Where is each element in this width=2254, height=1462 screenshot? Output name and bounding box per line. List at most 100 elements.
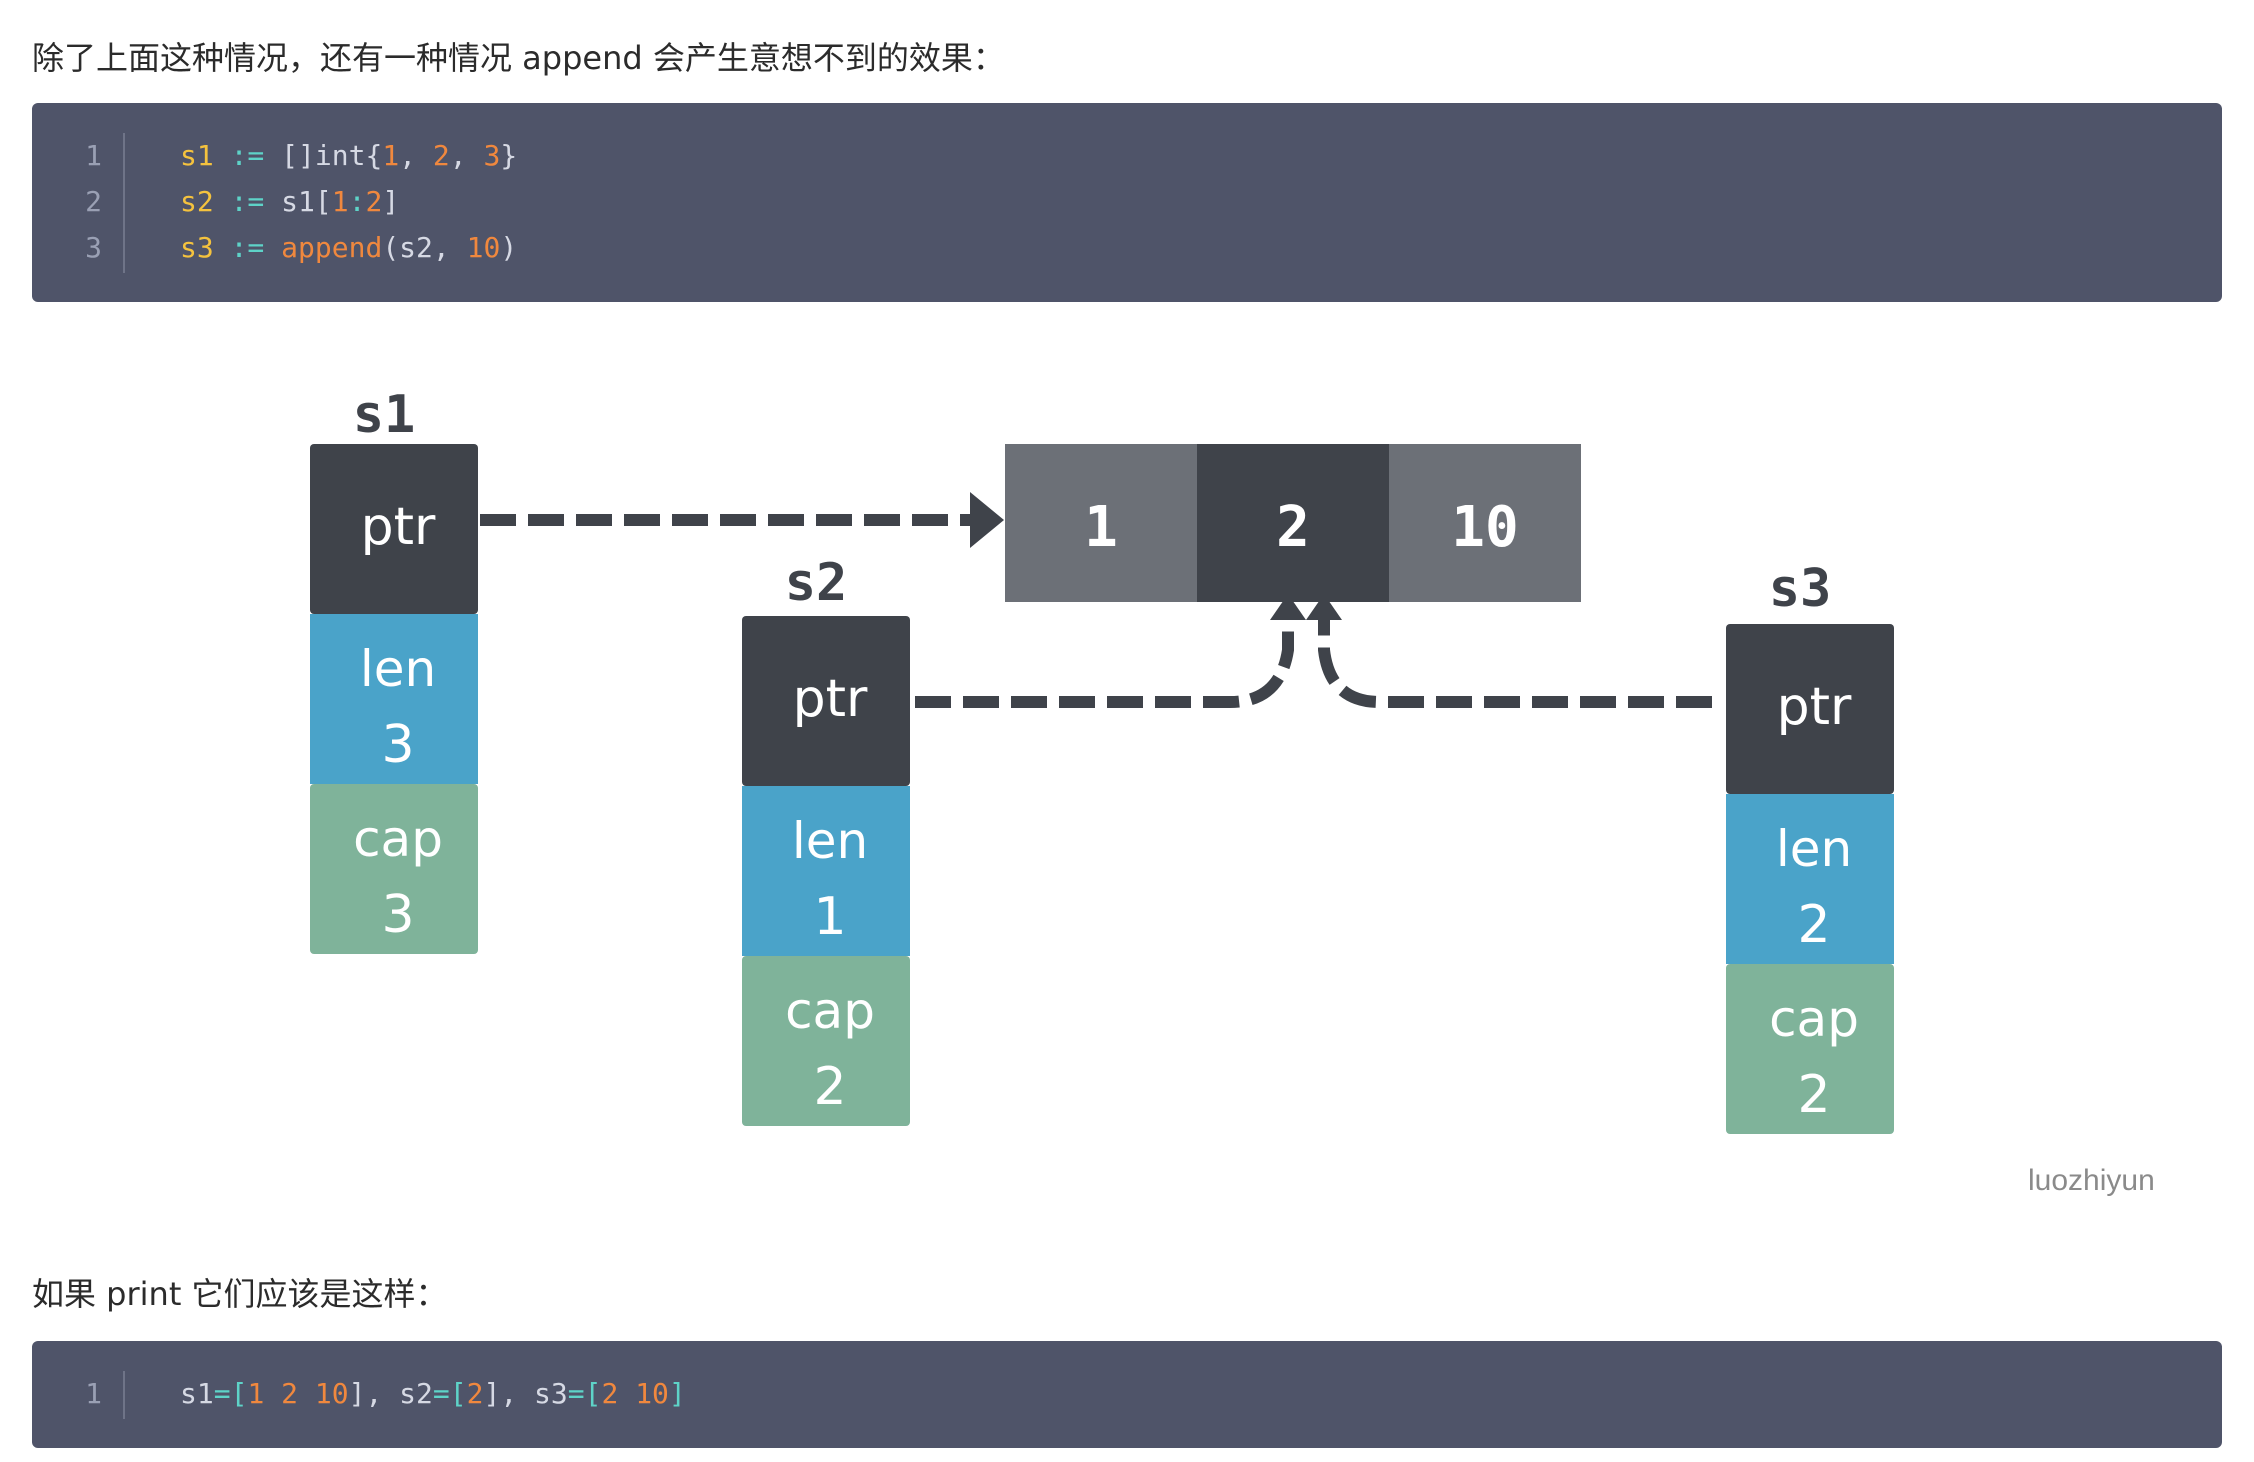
arrowhead-s2: [1270, 594, 1306, 620]
intro-paragraph: 除了上面这种情况，还有一种情况 append 会产生意想不到的效果：: [32, 39, 1005, 77]
print-paragraph: 如果 print 它们应该是这样：: [32, 1275, 448, 1313]
code-token: ,: [449, 139, 484, 172]
code-token: 10: [635, 1377, 669, 1410]
len-label: len: [792, 812, 868, 870]
len-field: [742, 786, 910, 956]
code-token: :=: [230, 139, 265, 172]
ptr-field: [310, 444, 478, 614]
code-token: }: [500, 139, 518, 172]
code-line: s1 := []int{1, 2, 3}: [180, 139, 517, 172]
array-cell: [1005, 444, 1197, 602]
code-token: s3: [180, 231, 214, 264]
code-token: 2: [466, 1377, 484, 1410]
code-token: 10: [466, 231, 501, 264]
gutter-divider: [123, 133, 125, 273]
code-line: s1=[1 2 10], s2=[2], s3=[2 10]: [180, 1377, 686, 1410]
code-token: =: [432, 1377, 450, 1410]
ptr-field: [742, 616, 910, 786]
ptr-label: ptr: [1777, 677, 1852, 737]
cap-field: [310, 784, 478, 954]
slice-memory-diagram: 1 2 10 s1 ptr len 3 cap 3 s2 ptr len 1 cap 2 s3 ptr len 2 c…: [310, 385, 1894, 1134]
slice-name: s3: [1769, 559, 1832, 619]
code-token: [618, 1377, 635, 1410]
code-token: [: [230, 1377, 248, 1410]
pointer-arrow-s2: [915, 618, 1294, 708]
code-token: ): [500, 231, 518, 264]
code-token: [214, 139, 231, 172]
code-token: s2: [180, 185, 214, 218]
code-token: ],: [348, 1377, 400, 1410]
code-line: s2 := s1[1:2]: [180, 185, 399, 218]
array-cell-value: 10: [1451, 495, 1518, 560]
slice-name: s1: [353, 385, 416, 445]
code-token: 1: [382, 139, 400, 172]
code-token: append: [281, 231, 383, 264]
array-cell-value: 1: [1084, 495, 1118, 560]
code-token: 1: [331, 185, 349, 218]
ptr-label: ptr: [361, 497, 436, 557]
cap-value: 2: [813, 1057, 846, 1117]
arrowhead-s3: [1306, 594, 1342, 620]
code-token: =: [213, 1377, 231, 1410]
line-number-gutter: [32, 103, 157, 302]
code-token: :: [348, 185, 366, 218]
array-cell: [1389, 444, 1581, 602]
code-token: :=: [230, 185, 265, 218]
code-token: (s2,: [382, 231, 467, 264]
code-token: [: [449, 1377, 467, 1410]
code-token: 2: [365, 185, 383, 218]
code-token: [264, 1377, 281, 1410]
array-cell: [1197, 444, 1389, 602]
array-cell-value: 2: [1276, 495, 1310, 560]
code-token: s1: [180, 1377, 214, 1410]
code-token: s1[: [264, 185, 332, 218]
ptr-field: [1726, 624, 1894, 794]
code-token: s2: [399, 1377, 433, 1410]
line-number: 2: [85, 185, 102, 218]
len-value: 3: [381, 715, 414, 775]
line-number: 1: [85, 139, 102, 172]
code-token: s1: [180, 139, 214, 172]
code-token: 2: [432, 139, 450, 172]
len-value: 1: [813, 887, 846, 947]
gutter-divider: [123, 1371, 125, 1419]
len-label: len: [360, 640, 436, 698]
code-token: [214, 185, 231, 218]
code-token: [: [584, 1377, 602, 1410]
code-token: [214, 231, 231, 264]
code-token: 2: [281, 1377, 299, 1410]
slice-name: s2: [785, 553, 848, 613]
cap-field: [1726, 964, 1894, 1134]
code-token: [264, 231, 281, 264]
code-token: ]: [382, 185, 400, 218]
arrowhead-s1: [970, 492, 1004, 548]
cap-value: 3: [381, 885, 414, 945]
pointer-arrow-s3: [1318, 618, 1712, 708]
code-token: ,: [399, 139, 433, 172]
line-number: 1: [85, 1377, 102, 1410]
cap-field: [742, 956, 910, 1126]
code-token: ],: [483, 1377, 535, 1410]
len-value: 2: [1797, 895, 1830, 955]
code-token: :=: [230, 231, 265, 264]
code-token: [298, 1377, 315, 1410]
line-number-gutter: [32, 1341, 157, 1448]
code-token: 1: [247, 1377, 265, 1410]
code-token: =: [567, 1377, 585, 1410]
cap-label: cap: [353, 810, 443, 868]
code-token: []int{: [264, 139, 383, 172]
len-field: [1726, 794, 1894, 964]
code-token: 3: [483, 139, 501, 172]
len-field: [310, 614, 478, 784]
ptr-label: ptr: [793, 669, 868, 729]
len-label: len: [1776, 820, 1852, 878]
line-number: 3: [85, 231, 102, 264]
cap-label: cap: [785, 982, 875, 1040]
watermark: luozhiyun: [2028, 1164, 2155, 1197]
cap-label: cap: [1769, 990, 1859, 1048]
code-token: ]: [668, 1377, 686, 1410]
code-token: 10: [314, 1377, 349, 1410]
code-line: s3 := append(s2, 10): [180, 231, 517, 264]
